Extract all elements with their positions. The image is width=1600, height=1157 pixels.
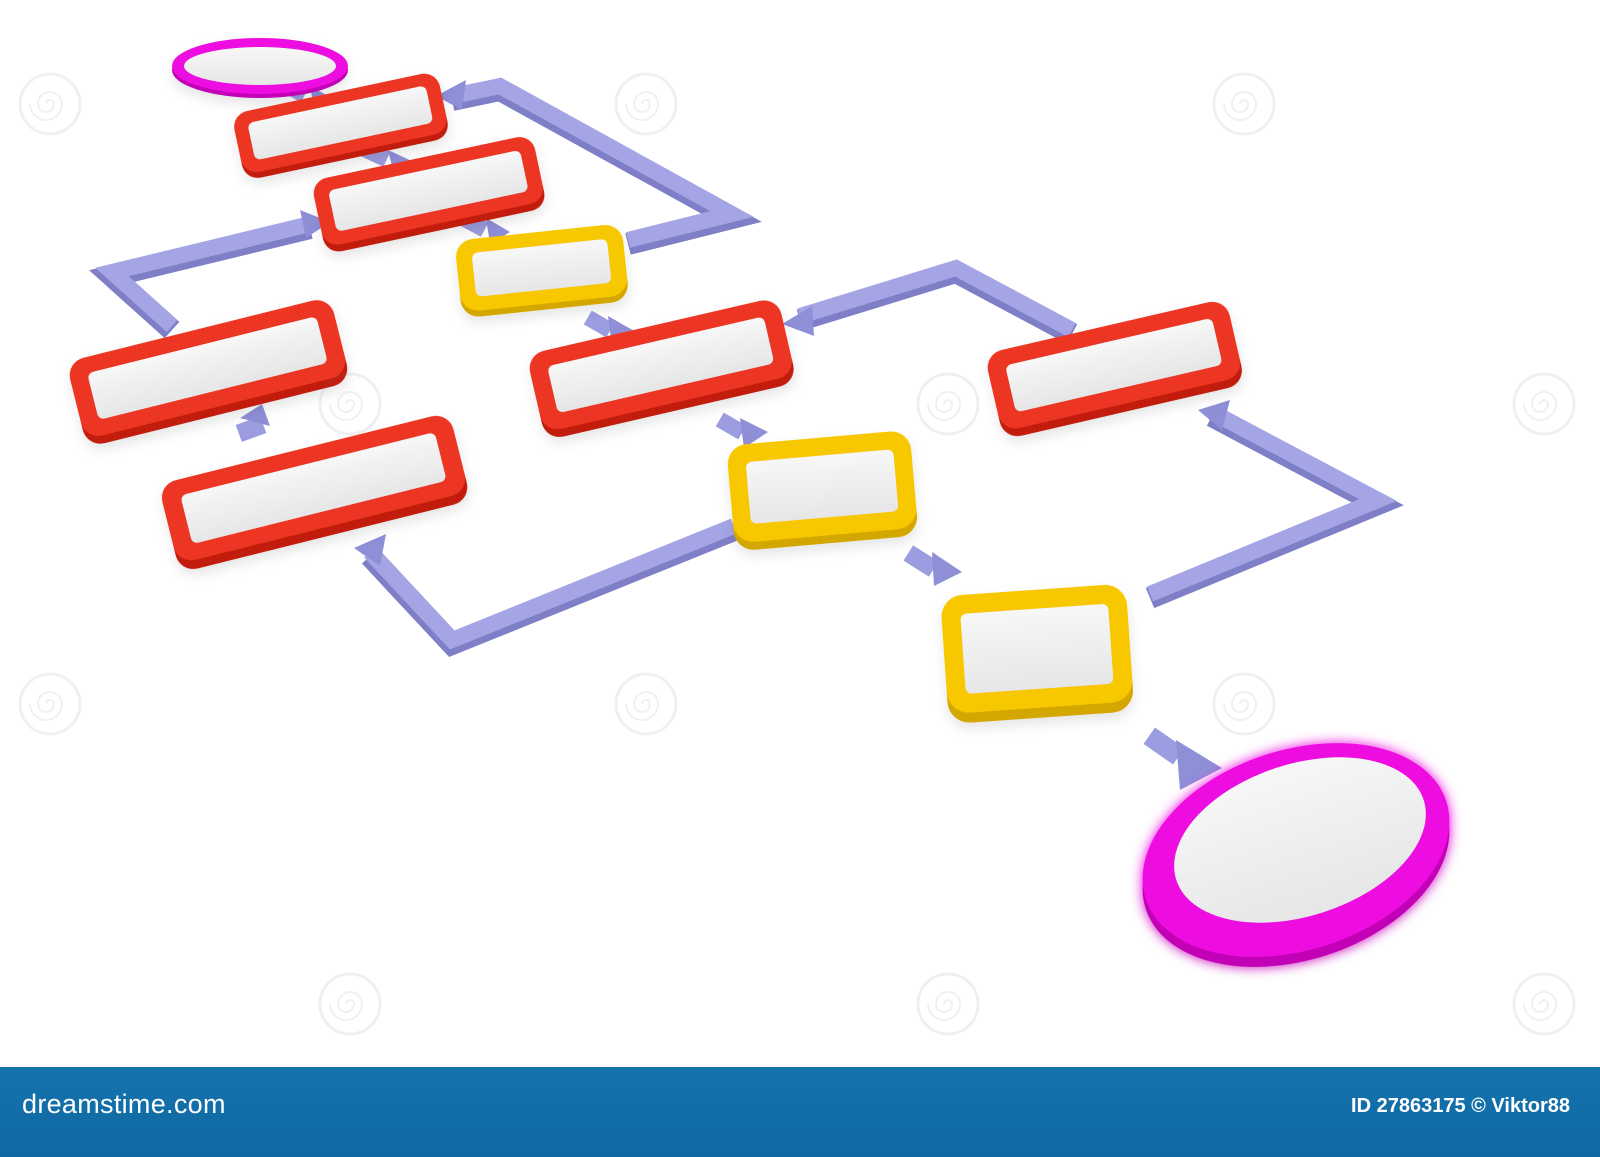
step-connectors xyxy=(235,77,1222,790)
arrow-head xyxy=(1198,400,1230,430)
decision-2 xyxy=(727,431,918,550)
process-1 xyxy=(234,73,448,178)
step-center-to-d2 xyxy=(715,412,768,448)
process-center xyxy=(529,300,794,438)
connector-loop-top-left xyxy=(89,216,313,339)
terminal-start xyxy=(172,38,348,98)
arrow-heads xyxy=(300,80,1230,566)
connector-loop-bottom-left xyxy=(361,518,739,658)
process-right xyxy=(987,301,1242,437)
arrow-head xyxy=(300,210,330,238)
footer-bar: dreamstime.com ID 27863175 © Viktor88 xyxy=(0,1067,1600,1157)
flowchart-diagram xyxy=(69,38,1450,967)
connectors xyxy=(89,77,1404,658)
connector-loop-mid-top xyxy=(796,259,1078,344)
connector-loop-top-right xyxy=(449,77,762,255)
connector-loop-bottom-right xyxy=(1145,404,1404,609)
step-lower-to-upper-left xyxy=(235,404,270,442)
process-left-lower xyxy=(161,415,468,570)
decision-3 xyxy=(941,584,1134,723)
arrow-head xyxy=(782,306,814,336)
decision-1 xyxy=(456,225,628,317)
process-left-upper xyxy=(69,300,348,444)
image-id-credit: ID 27863175 © Viktor88 xyxy=(1351,1095,1570,1117)
step-d3-to-end xyxy=(1143,727,1222,790)
arrow-head xyxy=(436,80,466,110)
arrow-head xyxy=(354,534,386,566)
step-d2-to-d3 xyxy=(903,545,962,586)
terminal-end xyxy=(1142,743,1450,967)
site-logo[interactable]: dreamstime.com xyxy=(22,1089,226,1119)
process-2 xyxy=(313,137,545,252)
